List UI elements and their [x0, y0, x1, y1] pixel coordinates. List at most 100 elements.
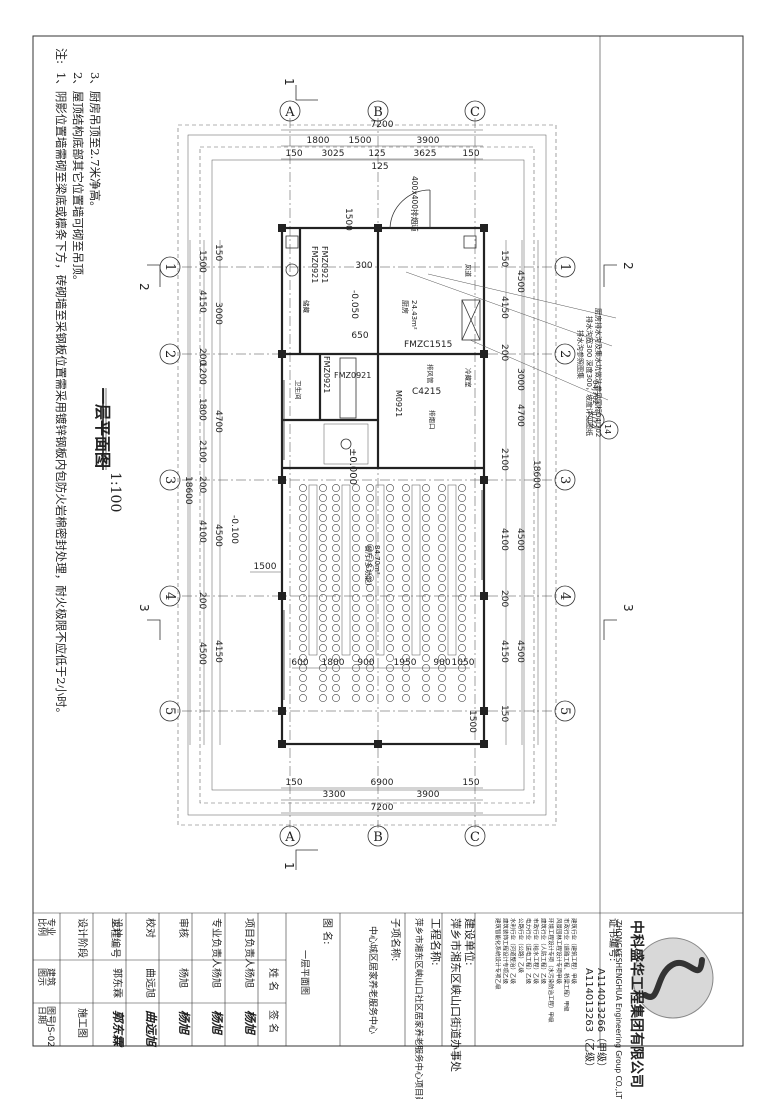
role-name: 曲远旭: [144, 968, 156, 998]
dining-chair: [299, 624, 307, 632]
dining-chair: [299, 644, 307, 652]
dining-chair: [352, 484, 360, 492]
role-label: 审核: [177, 918, 190, 938]
dining-chair: [299, 524, 307, 532]
dining-table: [308, 484, 318, 656]
svg-text:4100: 4100: [499, 528, 509, 551]
grid-axes: [182, 118, 552, 828]
room-hall: 餐厅(多功能): [364, 545, 373, 586]
dining-chair: [352, 554, 360, 562]
svg-text:4500: 4500: [515, 640, 525, 663]
axis-4-right: 4: [557, 592, 572, 600]
company-logo: [632, 937, 714, 1019]
dining-chair: [352, 584, 360, 592]
dining-chair: [386, 674, 394, 682]
svg-text:2100: 2100: [499, 448, 509, 471]
dining-chair: [458, 524, 466, 532]
svg-text:300: 300: [355, 261, 372, 271]
sheet-label: 图示: [36, 968, 47, 986]
dining-chair: [332, 614, 340, 622]
axis-3-right: 3: [557, 476, 572, 484]
dining-chair: [386, 484, 394, 492]
dining-chair: [458, 684, 466, 692]
dining-chair: [332, 554, 340, 562]
dining-chair: [352, 594, 360, 602]
svg-text:200: 200: [197, 348, 207, 365]
qualification-item: 建筑装饰工程设计专项乙级: [502, 918, 510, 985]
dining-chair: [402, 684, 410, 692]
axis-4-left: 4: [162, 592, 177, 600]
dining-chair: [402, 564, 410, 572]
dining-chair: [299, 674, 307, 682]
dining-chair: [422, 504, 430, 512]
drawing-no-value: JS-02: [45, 1023, 55, 1047]
dining-chair: [366, 574, 374, 582]
svg-text:4500: 4500: [197, 642, 207, 665]
axis-bubbles: A B C A B C 1 2 3 4 5 1 2 3 4 5: [159, 100, 576, 847]
dining-chair: [299, 594, 307, 602]
project-no-label: 工程编号: [109, 918, 122, 958]
door-m0921: M0921: [394, 390, 403, 417]
note-2: 2、屋顶结构底部其它位置墙可砌至吊顶。: [71, 72, 85, 286]
svg-text:14: 14: [603, 424, 612, 434]
dining-chair: [438, 554, 446, 562]
dining-chair: [422, 484, 430, 492]
dining-chair: [402, 604, 410, 612]
dining-chair: [319, 564, 327, 572]
label-duct: 排烟口: [428, 410, 437, 430]
cert-2: A114013263（乙级）: [583, 968, 595, 1072]
dining-chair: [402, 614, 410, 622]
svg-text:1/12: 1/12: [590, 412, 598, 428]
axis-a-bottom: A: [284, 830, 295, 845]
role-label: 专业负责人: [210, 918, 223, 968]
dining-chair: [438, 644, 446, 652]
dining-chair: [438, 484, 446, 492]
dining-chair: [366, 634, 374, 642]
dining-table: [447, 484, 457, 656]
client-label: 建设单位:: [463, 918, 477, 966]
qualification-item: 水利行业（河道整治）乙级: [509, 918, 517, 985]
axis-2-right: 2: [557, 350, 572, 358]
dining-table: [341, 484, 351, 656]
door-fmz0921-a: FMZ0921: [310, 246, 319, 283]
dining-chair: [332, 544, 340, 552]
dining-chair: [458, 534, 466, 542]
role-signature: 曲远旭: [144, 1010, 158, 1048]
dining-chair: [319, 584, 327, 592]
dining-chair: [422, 674, 430, 682]
svg-text:150: 150: [285, 149, 302, 159]
dining-chair: [352, 674, 360, 682]
svg-text:3300: 3300: [323, 790, 346, 800]
svg-text:1500: 1500: [254, 562, 277, 572]
dining-chair: [299, 564, 307, 572]
dining-chair: [458, 554, 466, 562]
dining-chair: [386, 644, 394, 652]
door-fmz0921-c: FMZ0921: [322, 356, 331, 393]
svg-text:4150: 4150: [499, 640, 509, 663]
dining-chair: [438, 694, 446, 702]
svg-text:2: 2: [621, 262, 635, 270]
svg-text:1: 1: [282, 78, 296, 86]
dining-chair: [299, 484, 307, 492]
svg-text:3000: 3000: [213, 302, 223, 325]
dining-chair: [386, 694, 394, 702]
svg-text:4500: 4500: [515, 270, 525, 293]
scale-label: 比例: [36, 918, 48, 936]
title-block: 中科盛华工程集团有限公司 ZHONGKESHENGHUA Engineering…: [33, 912, 743, 1099]
svg-text:125: 125: [368, 149, 385, 159]
dining-chair: [386, 574, 394, 582]
svg-text:4700: 4700: [213, 410, 223, 433]
plan-annotations: 400x400排烟道 -0.050 ±0.000 -0.100 FMZ0921 …: [229, 176, 619, 586]
axis-c-top: C: [470, 105, 480, 120]
dining-chair: [299, 514, 307, 522]
svg-text:18600: 18600: [183, 476, 193, 505]
door-fmz0921-b: FMZ0921: [320, 246, 329, 283]
svg-text:150: 150: [499, 705, 509, 722]
door-fmz0921-d: FMZ0921: [334, 371, 371, 380]
dining-chair: [422, 574, 430, 582]
dining-chair: [332, 604, 340, 612]
dining-chair: [402, 544, 410, 552]
dining-chair: [438, 584, 446, 592]
axis-c-bottom: C: [470, 830, 480, 845]
